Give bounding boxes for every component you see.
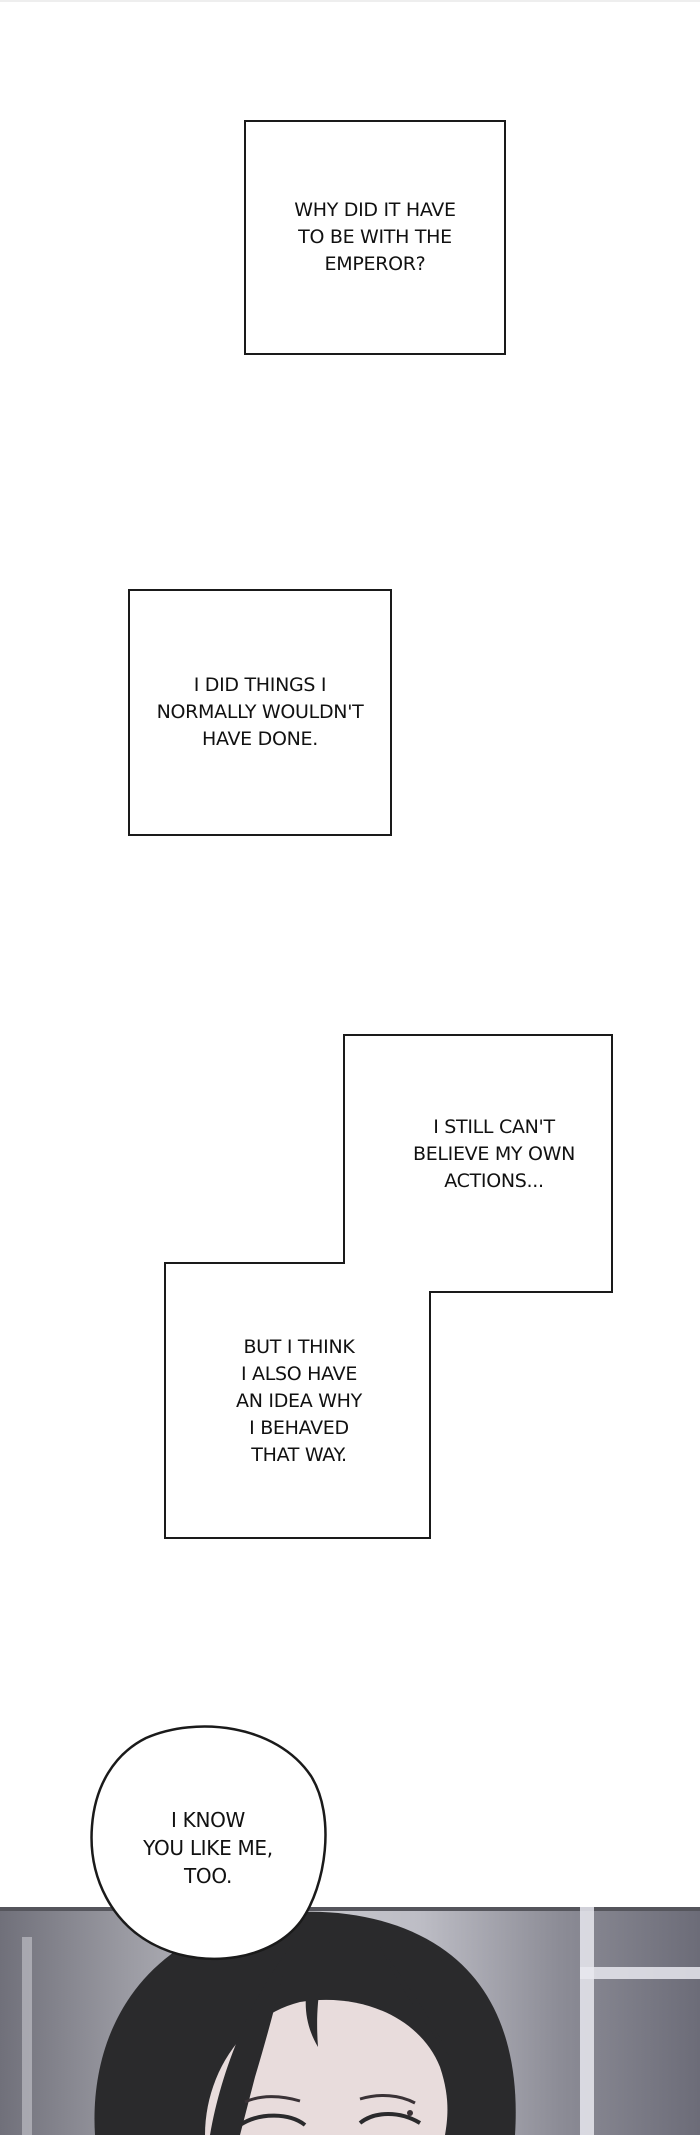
step-caption-box: I STILL CAN'T BELIEVE MY OWN ACTIONS... … bbox=[164, 1034, 614, 1540]
caption-text-actions: I STILL CAN'T BELIEVE MY OWN ACTIONS... bbox=[412, 1116, 576, 1192]
speech-bubble-outline bbox=[90, 1725, 327, 1961]
caption-text-emperor: WHY DID IT HAVE TO BE WITH THE EMPEROR? bbox=[294, 199, 456, 275]
caption-text-normally: I DID THINGS I NORMALLY WOULDN'T HAVE DO… bbox=[156, 674, 364, 750]
caption-box-emperor: WHY DID IT HAVE TO BE WITH THE EMPEROR? bbox=[244, 120, 506, 355]
step-caption-outline bbox=[164, 1034, 613, 1539]
speech-bubble-text: I KNOW YOU LIKE ME, TOO. bbox=[143, 1808, 273, 1888]
top-divider bbox=[0, 0, 700, 2]
caption-box-normally: I DID THINGS I NORMALLY WOULDN'T HAVE DO… bbox=[128, 589, 392, 836]
character-illustration bbox=[0, 1907, 700, 2135]
speech-bubble: I KNOW YOU LIKE ME, TOO. bbox=[86, 1716, 330, 1966]
character-art-panel bbox=[0, 1907, 700, 2135]
caption-text-behaved: BUT I THINK I ALSO HAVE AN IDEA WHY I BE… bbox=[236, 1336, 362, 1466]
